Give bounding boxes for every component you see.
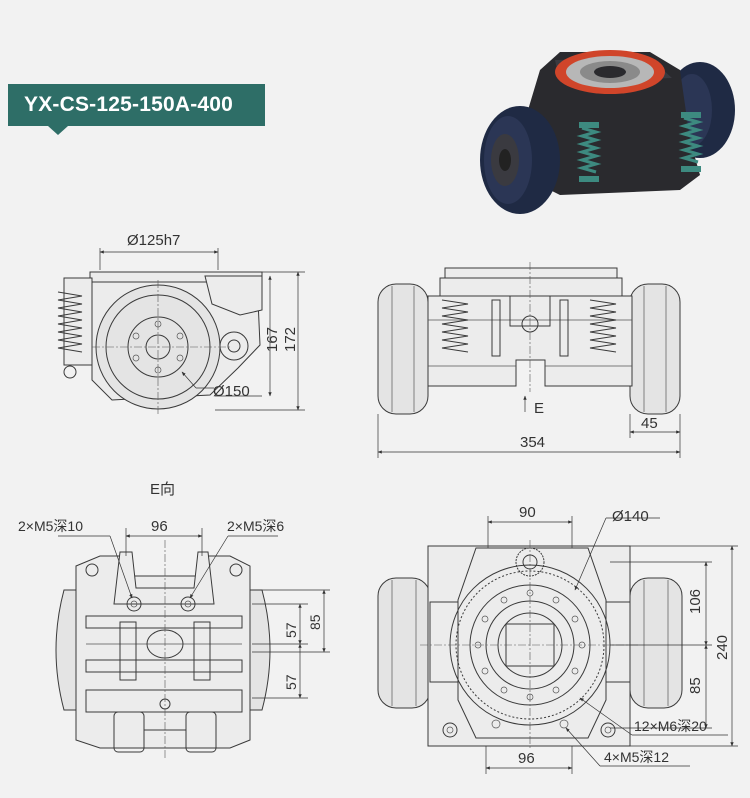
view-e-label: E向 <box>150 481 175 498</box>
dim-240: 240 <box>714 635 731 660</box>
model-badge: YX-CS-125-150A-400 <box>8 84 265 126</box>
e-direction-view <box>55 528 330 758</box>
dim-m6-depth20: 12×M6深20 <box>634 718 707 734</box>
front-view <box>377 262 681 458</box>
dim-d140: Ø140 <box>612 508 649 525</box>
dim-m5-depth12: 4×M5深12 <box>604 749 669 765</box>
dim-m5-depth6: 2×M5深6 <box>227 518 284 534</box>
dim-354: 354 <box>520 434 545 451</box>
dim-85-left: 85 <box>307 614 323 630</box>
product-render <box>480 50 735 214</box>
dim-d150: Ø150 <box>213 383 250 400</box>
dim-90: 90 <box>519 504 536 521</box>
dim-167: 167 <box>264 327 281 352</box>
dim-m5-depth10: 2×M5深10 <box>18 518 83 534</box>
dim-d125h7: Ø125h7 <box>127 232 180 249</box>
dim-85-right: 85 <box>687 677 704 694</box>
dim-96-right: 96 <box>518 750 535 767</box>
dim-172: 172 <box>282 327 299 352</box>
dim-45: 45 <box>641 415 658 432</box>
arrow-e-label: E <box>534 400 544 417</box>
top-view <box>377 516 738 774</box>
side-view <box>57 248 305 415</box>
dim-96-left: 96 <box>151 518 168 535</box>
dim-57-top: 57 <box>283 622 299 638</box>
dim-106: 106 <box>687 589 704 614</box>
model-badge-tail <box>48 126 68 135</box>
dim-57-bottom: 57 <box>283 674 299 690</box>
